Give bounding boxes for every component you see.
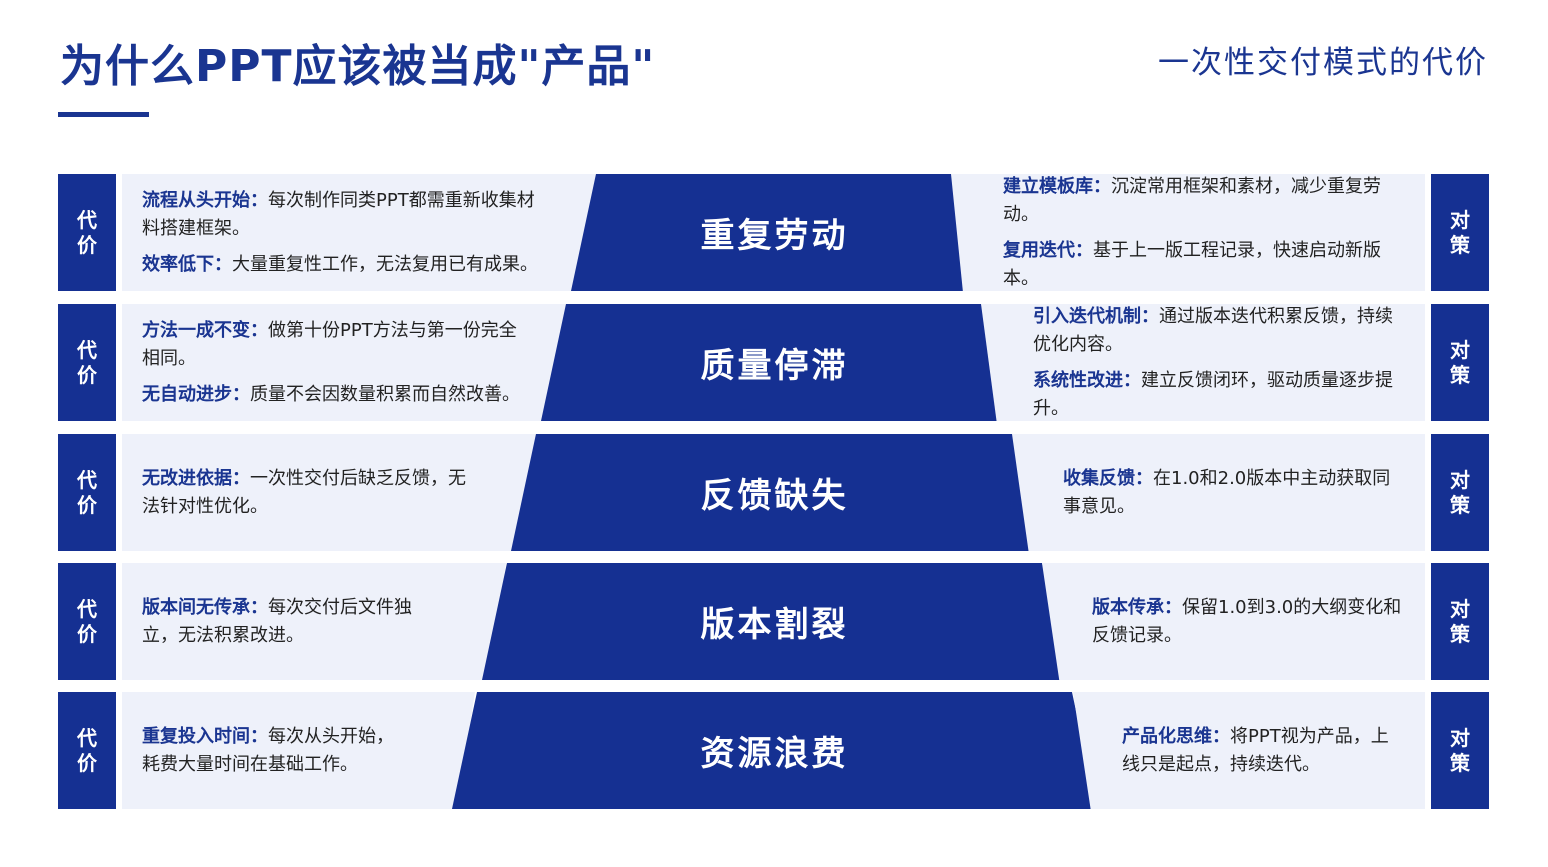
solution-texts: 收集反馈：在1.0和2.0版本中主动获取同事意见。: [1063, 434, 1403, 551]
solution-item: 复用迭代：基于上一版工程记录，快速启动新版本。: [1003, 239, 1381, 289]
row-repeated-labor: 代价 重复劳动 对策 流程从头开始：每次制作同类PPT都需重新收集材料搭建框架。…: [0, 174, 1548, 291]
solution-texts: 产品化思维：将PPT视为产品，上线只是起点，持续迭代。: [1122, 692, 1397, 809]
center-label: 反馈缺失: [511, 434, 1038, 551]
center-label: 版本割裂: [482, 563, 1067, 680]
solution-item: 引入迭代机制：通过版本迭代积累反馈，持续优化内容。: [1033, 305, 1393, 355]
cost-texts: 流程从头开始：每次制作同类PPT都需重新收集材料搭建框架。 效率低下：大量重复性…: [142, 174, 547, 291]
row-feedback-missing: 代价 反馈缺失 对策 无改进依据：一次性交付后缺乏反馈，无法针对性优化。 收集反…: [0, 434, 1548, 551]
cost-item: 重复投入时间：每次从头开始，耗费大量时间在基础工作。: [142, 725, 394, 775]
cost-panel: [122, 174, 598, 291]
cost-texts: 无改进依据：一次性交付后缺乏反馈，无法针对性优化。: [142, 434, 467, 551]
cost-panel: [122, 563, 506, 680]
cost-tag: 代价: [58, 563, 116, 680]
solution-tag: 对策: [1431, 434, 1489, 551]
cost-item: 效率低下：大量重复性工作，无法复用已有成果。: [142, 253, 538, 275]
solution-item: 系统性改进：建立反馈闭环，驱动质量逐步提升。: [1033, 369, 1393, 419]
cost-item: 方法一成不变：做第十份PPT方法与第一份完全相同。: [142, 319, 517, 369]
cost-tag: 代价: [58, 174, 116, 291]
cost-texts: 方法一成不变：做第十份PPT方法与第一份完全相同。 无自动进步：质量不会因数量积…: [142, 304, 522, 421]
page-subtitle: 一次性交付模式的代价: [1158, 45, 1488, 81]
solution-tag: 对策: [1431, 304, 1489, 421]
cost-tag: 代价: [58, 304, 116, 421]
solution-item: 建立模板库：沉淀常用框架和素材，减少重复劳动。: [1003, 175, 1381, 225]
solution-texts: 引入迭代机制：通过版本迭代积累反馈，持续优化内容。 系统性改进：建立反馈闭环，驱…: [1033, 304, 1403, 421]
solution-panel: [981, 304, 1425, 421]
cost-item: 版本间无传承：每次交付后文件独立，无法积累改进。: [142, 596, 412, 646]
cost-item: 无自动进步：质量不会因数量积累而自然改善。: [142, 383, 520, 405]
cost-panel: [122, 434, 536, 551]
row-version-split: 代价 版本割裂 对策 版本间无传承：每次交付后文件独立，无法积累改进。 版本传承…: [0, 563, 1548, 680]
cost-panel: [122, 304, 568, 421]
cost-item: 流程从头开始：每次制作同类PPT都需重新收集材料搭建框架。: [142, 189, 535, 239]
row-resource-waste: 代价 资源浪费 对策 重复投入时间：每次从头开始，耗费大量时间在基础工作。 产品…: [0, 692, 1548, 809]
cost-panel: [122, 692, 475, 809]
page-title: 为什么PPT应该被当成"产品": [60, 41, 656, 92]
center-label: 重复劳动: [571, 174, 978, 291]
solution-texts: 版本传承：保留1.0到3.0的大纲变化和反馈记录。: [1092, 563, 1407, 680]
cost-texts: 重复投入时间：每次从头开始，耗费大量时间在基础工作。: [142, 692, 410, 809]
center-label: 资源浪费: [452, 692, 1097, 809]
solution-tag: 对策: [1431, 563, 1489, 680]
solution-panel: [1012, 434, 1425, 551]
solution-texts: 建立模板库：沉淀常用框架和素材，减少重复劳动。 复用迭代：基于上一版工程记录，快…: [1003, 174, 1408, 291]
solution-panel: [1042, 563, 1425, 680]
title-underline: [58, 112, 149, 117]
solution-tag: 对策: [1431, 692, 1489, 809]
solution-item: 版本传承：保留1.0到3.0的大纲变化和反馈记录。: [1092, 596, 1402, 646]
cost-item: 无改进依据：一次性交付后缺乏反馈，无法针对性优化。: [142, 467, 466, 517]
solution-item: 产品化思维：将PPT视为产品，上线只是起点，持续迭代。: [1122, 725, 1389, 775]
cost-tag: 代价: [58, 692, 116, 809]
row-quality-stagnation: 代价 质量停滞 对策 方法一成不变：做第十份PPT方法与第一份完全相同。 无自动…: [0, 304, 1548, 421]
center-label: 质量停滞: [541, 304, 1008, 421]
solution-panel: [1073, 692, 1425, 809]
solution-item: 收集反馈：在1.0和2.0版本中主动获取同事意见。: [1063, 467, 1391, 517]
cost-texts: 版本间无传承：每次交付后文件独立，无法积累改进。: [142, 563, 442, 680]
solution-tag: 对策: [1431, 174, 1489, 291]
solution-panel: [951, 174, 1425, 291]
cost-tag: 代价: [58, 434, 116, 551]
